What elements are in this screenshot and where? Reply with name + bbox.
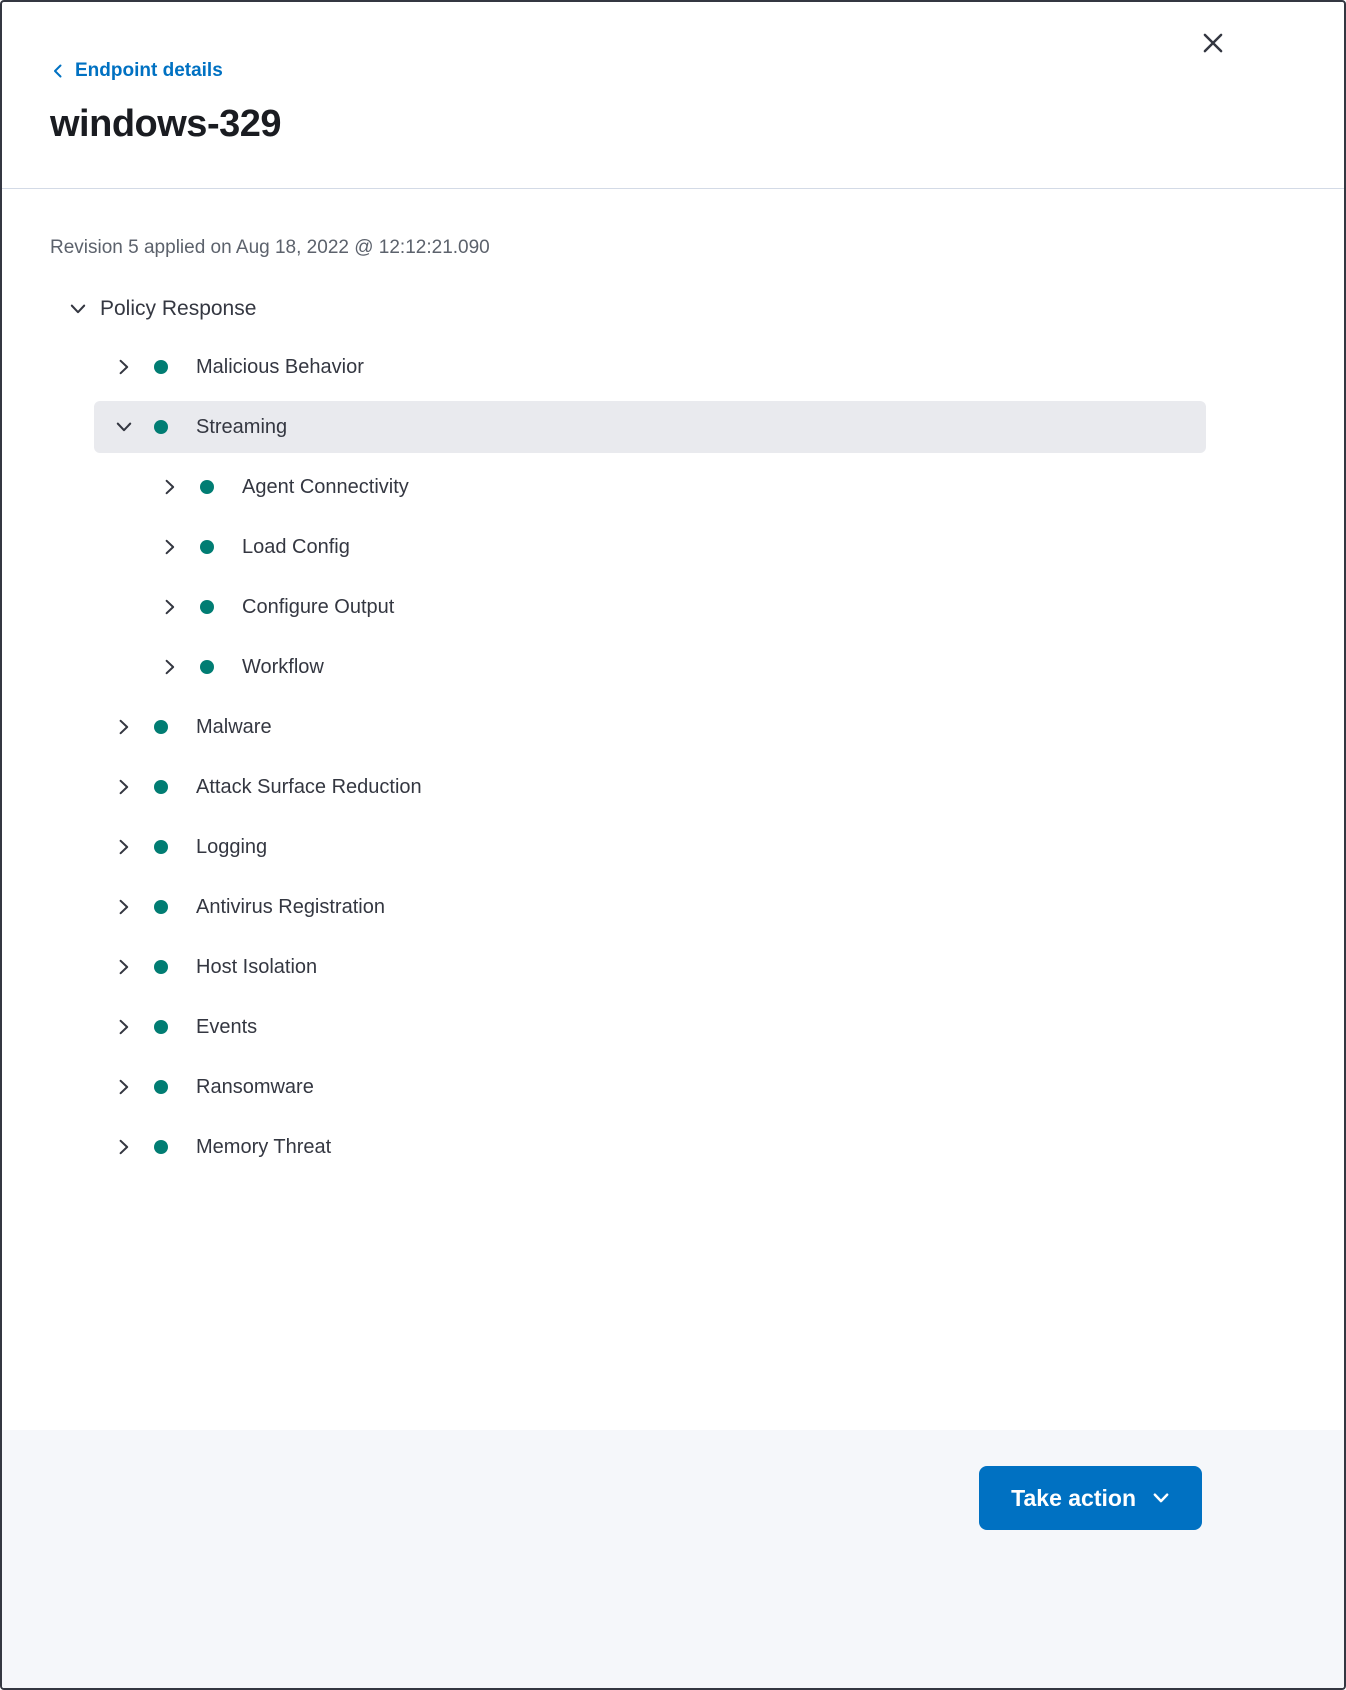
page-title: windows-329 — [50, 103, 282, 145]
tree-item-label: Antivirus Registration — [196, 895, 385, 918]
chevron-right-icon[interactable] — [114, 1077, 134, 1097]
take-action-label: Take action — [1011, 1484, 1136, 1511]
tree-item-malware[interactable]: Malware — [94, 701, 1206, 753]
tree-item-configure-output[interactable]: Configure Output — [94, 581, 1206, 633]
chevron-right-icon[interactable] — [114, 957, 134, 977]
tree-item-antivirus-registration[interactable]: Antivirus Registration — [94, 881, 1206, 933]
status-dot-icon — [154, 720, 168, 734]
status-dot-icon — [154, 1140, 168, 1154]
status-dot-icon — [154, 1080, 168, 1094]
chevron-down-icon[interactable] — [68, 299, 88, 319]
revision-applied-text: Revision 5 applied on Aug 18, 2022 @ 12:… — [50, 237, 490, 258]
flyout-header: Endpoint details windows-329 — [2, 2, 1344, 148]
tree-item-attack-surface-reduction[interactable]: Attack Surface Reduction — [94, 761, 1206, 813]
tree-item-malicious-behavior[interactable]: Malicious Behavior — [94, 341, 1206, 393]
flyout-footer: Take action — [2, 1430, 1344, 1688]
tree-item-label: Streaming — [196, 415, 288, 438]
status-dot-icon — [200, 540, 214, 554]
chevron-right-icon[interactable] — [114, 1017, 134, 1037]
tree-item-label: Malicious Behavior — [196, 355, 364, 378]
tree-item-memory-threat[interactable]: Memory Threat — [94, 1121, 1206, 1173]
chevron-right-icon[interactable] — [114, 357, 134, 377]
status-dot-icon — [154, 420, 168, 434]
tree-item-label: Malware — [196, 715, 272, 738]
flyout-body: Revision 5 applied on Aug 18, 2022 @ 12:… — [2, 189, 1344, 1173]
back-link-label: Endpoint details — [75, 60, 223, 81]
chevron-right-icon[interactable] — [114, 897, 134, 917]
close-icon[interactable] — [1198, 28, 1228, 58]
tree-item-label: Logging — [196, 835, 268, 858]
policy-response-tree: Policy Response Malicious Behavior Strea… — [50, 287, 1206, 1173]
tree-item-label: Memory Threat — [196, 1135, 332, 1158]
chevron-right-icon[interactable] — [160, 597, 180, 617]
status-dot-icon — [154, 1020, 168, 1034]
header-divider — [2, 188, 1344, 189]
tree-item-label: Events — [196, 1015, 258, 1038]
tree-item-load-config[interactable]: Load Config — [94, 521, 1206, 573]
tree-item-streaming[interactable]: Streaming — [94, 401, 1206, 453]
status-dot-icon — [200, 600, 214, 614]
tree-item-host-isolation[interactable]: Host Isolation — [94, 941, 1206, 993]
chevron-right-icon[interactable] — [160, 537, 180, 557]
tree-item-label: Workflow — [242, 655, 324, 678]
chevron-right-icon[interactable] — [160, 657, 180, 677]
chevron-down-icon — [1152, 1489, 1170, 1507]
status-dot-icon — [154, 780, 168, 794]
tree-item-label: Ransomware — [196, 1075, 314, 1098]
chevron-left-icon — [50, 63, 66, 79]
status-dot-icon — [200, 660, 214, 674]
chevron-right-icon[interactable] — [114, 777, 134, 797]
tree-item-ransomware[interactable]: Ransomware — [94, 1061, 1206, 1113]
tree-item-label: Host Isolation — [196, 955, 318, 978]
back-to-endpoint-details-link[interactable]: Endpoint details — [50, 58, 223, 84]
tree-item-label: Attack Surface Reduction — [196, 775, 422, 798]
status-dot-icon — [154, 900, 168, 914]
status-dot-icon — [200, 480, 214, 494]
tree-item-label: Configure Output — [242, 595, 395, 618]
tree-item-events[interactable]: Events — [94, 1001, 1206, 1053]
tree-item-label: Agent Connectivity — [242, 475, 409, 498]
take-action-button[interactable]: Take action — [979, 1466, 1202, 1530]
tree-item-logging[interactable]: Logging — [94, 821, 1206, 873]
tree-item-workflow[interactable]: Workflow — [94, 641, 1206, 693]
status-dot-icon — [154, 360, 168, 374]
status-dot-icon — [154, 840, 168, 854]
chevron-right-icon[interactable] — [114, 837, 134, 857]
tree-item-label: Policy Response — [100, 297, 257, 320]
tree-item-agent-connectivity[interactable]: Agent Connectivity — [94, 461, 1206, 513]
chevron-right-icon[interactable] — [160, 477, 180, 497]
status-dot-icon — [154, 960, 168, 974]
tree-item-label: Load Config — [242, 535, 350, 558]
tree-item-policy-response[interactable]: Policy Response — [50, 287, 1206, 331]
chevron-down-icon[interactable] — [114, 417, 134, 437]
chevron-right-icon[interactable] — [114, 717, 134, 737]
chevron-right-icon[interactable] — [114, 1137, 134, 1157]
